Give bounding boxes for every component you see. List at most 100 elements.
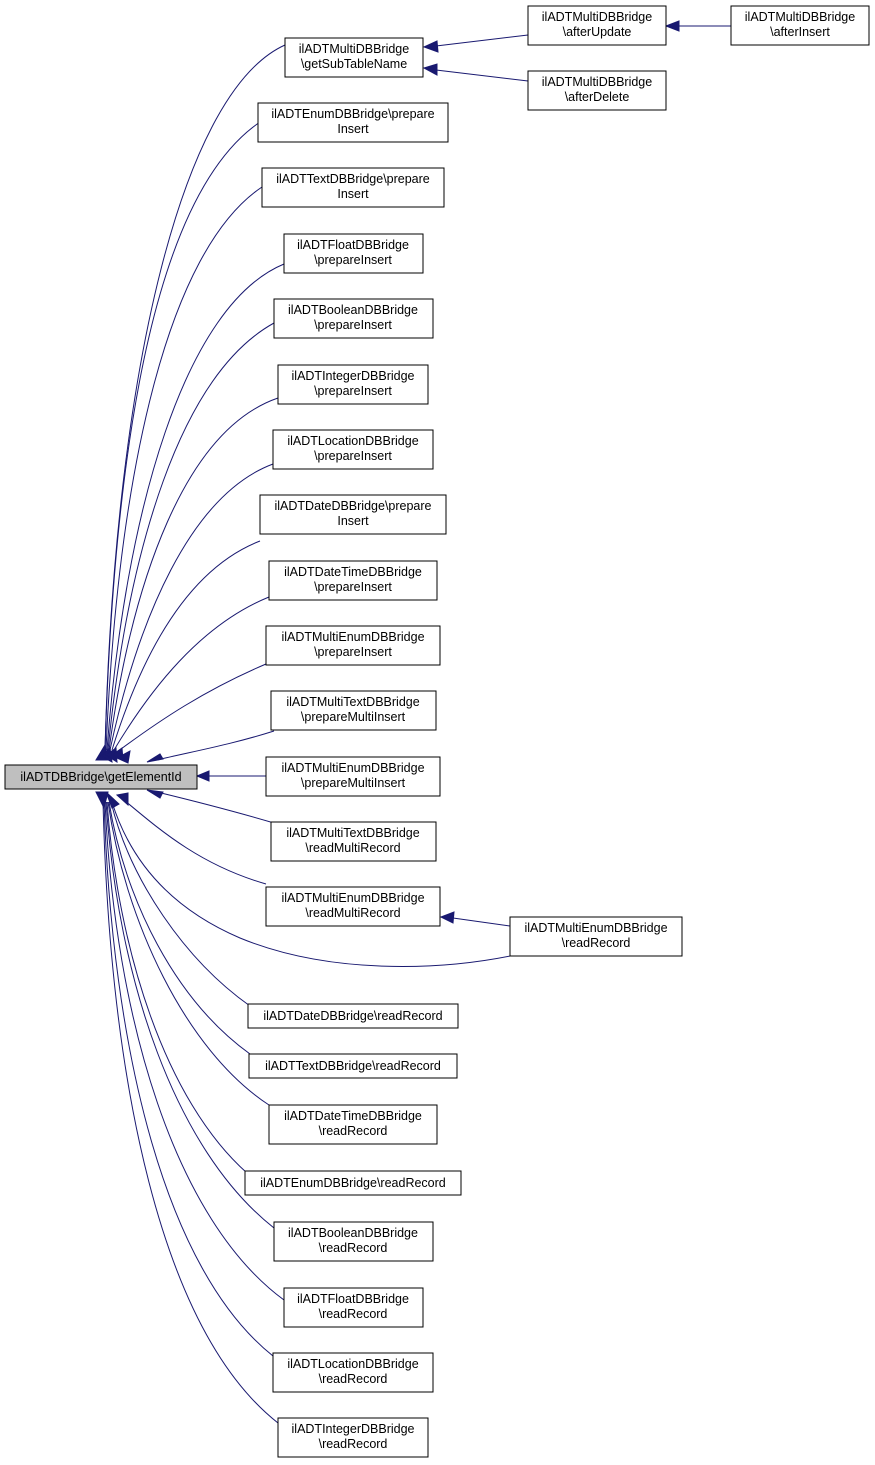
node-text-prepareInsert[interactable]: ilADTTextDBBridge\prepare Insert (261, 167, 445, 208)
node-label: \prepareInsert (314, 449, 392, 463)
node-integer-readRecord[interactable]: ilADTIntegerDBBridge \readRecord (277, 1417, 429, 1458)
edge-dateReadRecord-to-root (110, 801, 251, 1007)
node-float-readRecord[interactable]: ilADTFloatDBBridge \readRecord (283, 1287, 424, 1328)
arrowhead (664, 20, 680, 32)
edge-enumReadRecord-to-root (106, 801, 248, 1174)
edge-floatReadRecord-to-root (104, 801, 285, 1301)
edge-textPrepareInsert-to-root (105, 186, 263, 751)
node-label: \readRecord (319, 1241, 388, 1255)
node-label: Insert (337, 514, 369, 528)
node-location-prepareInsert[interactable]: ilADTLocationDBBridge \prepareInsert (272, 429, 434, 470)
node-enum-prepareInsert[interactable]: ilADTEnumDBBridge\prepare Insert (257, 102, 449, 143)
node-multi-afterDelete[interactable]: ilADTMultiDBBridge \afterDelete (527, 70, 667, 111)
node-label: \readRecord (319, 1372, 388, 1386)
node-label: ilADTMultiEnumDBBridge (281, 761, 424, 775)
edge-afterUpdate-to-getSubTableName (435, 34, 529, 47)
node-datetime-readRecord[interactable]: ilADTDateTimeDBBridge \readRecord (268, 1104, 438, 1145)
node-label: \afterDelete (565, 90, 630, 104)
node-label: \readRecord (562, 936, 631, 950)
arrowhead (439, 911, 455, 924)
edge-textReadRecord-to-root (108, 801, 251, 1055)
node-boolean-readRecord[interactable]: ilADTBooleanDBBridge \readRecord (273, 1221, 434, 1262)
node-label: ilADTMultiTextDBBridge (286, 695, 419, 709)
node-label: \getSubTableName (301, 57, 407, 71)
node-boolean-prepareInsert[interactable]: ilADTBooleanDBBridge \prepareInsert (273, 298, 434, 339)
edge-multiTextPrepareMultiInsert-to-root (156, 730, 275, 761)
node-date-readRecord[interactable]: ilADTDateDBBridge\readRecord (247, 1003, 459, 1029)
node-label: Insert (337, 187, 369, 201)
node-multitext-prepareMultiInsert[interactable]: ilADTMultiTextDBBridge \prepareMultiInse… (270, 690, 437, 731)
node-label: ilADTFloatDBBridge (297, 238, 409, 252)
edge-integerReadRecord-to-root (102, 801, 279, 1424)
node-label: ilADTBooleanDBBridge (288, 303, 418, 317)
node-label: ilADTMultiDBBridge (542, 75, 652, 89)
node-label: ilADTFloatDBBridge (297, 1292, 409, 1306)
node-multienum-prepareInsert[interactable]: ilADTMultiEnumDBBridge \prepareInsert (265, 625, 441, 666)
node-label: \readRecord (319, 1307, 388, 1321)
node-label: ilADTTextDBBridge\readRecord (265, 1059, 441, 1073)
node-multitext-readMultiRecord[interactable]: ilADTMultiTextDBBridge \readMultiRecord (270, 821, 437, 862)
node-label: ilADTMultiEnumDBBridge (281, 630, 424, 644)
arrowhead (105, 791, 120, 809)
node-label: ilADTIntegerDBBridge (292, 369, 415, 383)
edge-integerPrepareInsert-to-root (108, 397, 279, 751)
node-label: \readRecord (319, 1437, 388, 1451)
node-multi-afterUpdate[interactable]: ilADTMultiDBBridge \afterUpdate (527, 5, 667, 46)
edge-booleanReadRecord-to-root (105, 801, 275, 1229)
node-multienum-readMultiRecord[interactable]: ilADTMultiEnumDBBridge \readMultiRecord (265, 886, 441, 927)
arrowhead (422, 40, 439, 53)
node-text-readRecord[interactable]: ilADTTextDBBridge\readRecord (248, 1053, 458, 1079)
node-label: ilADTEnumDBBridge\prepare (271, 107, 434, 121)
arrowheads (95, 20, 680, 924)
node-label: \afterInsert (770, 25, 830, 39)
node-label: \prepareInsert (314, 580, 392, 594)
node-multi-getSubTableName[interactable]: ilADTMultiDBBridge \getSubTableName (284, 37, 424, 78)
node-float-prepareInsert[interactable]: ilADTFloatDBBridge \prepareInsert (283, 233, 424, 274)
node-label: ilADTEnumDBBridge\readRecord (260, 1176, 446, 1190)
edge-multiEnumReadRecord-to-root (111, 801, 511, 967)
arrowhead (115, 792, 129, 807)
arrowhead (146, 789, 164, 799)
node-label: ilADTMultiDBBridge (542, 10, 652, 24)
node-multienum-readRecord[interactable]: ilADTMultiEnumDBBridge \readRecord (509, 916, 683, 957)
edge-locationPrepareInsert-to-root (109, 463, 274, 751)
node-label: \readMultiRecord (305, 906, 400, 920)
node-integer-prepareInsert[interactable]: ilADTIntegerDBBridge \prepareInsert (277, 364, 429, 405)
node-label: ilADTMultiEnumDBBridge (281, 891, 424, 905)
edge-afterDelete-to-getSubTableName (435, 69, 529, 82)
edge-multiEnumReadRecord-to-readMultiRecord (452, 917, 511, 927)
edge-dateTimePrepareInsert-to-root (113, 596, 270, 751)
node-label: Insert (337, 122, 369, 136)
node-label: \prepareMultiInsert (301, 710, 406, 724)
arrowhead (95, 791, 109, 810)
node-label: ilADTDateTimeDBBridge (284, 1109, 422, 1123)
node-label: \prepareInsert (314, 253, 392, 267)
node-label: \prepareInsert (314, 645, 392, 659)
edge-dateTimeReadRecord-to-root (107, 801, 270, 1106)
arrowhead (422, 63, 438, 76)
node-date-prepareInsert[interactable]: ilADTDateDBBridge\prepare Insert (259, 494, 447, 535)
node-label: \afterUpdate (563, 25, 632, 39)
edge-floatPrepareInsert-to-root (106, 263, 285, 751)
node-datetime-prepareInsert[interactable]: ilADTDateTimeDBBridge \prepareInsert (268, 560, 438, 601)
edge-datePrepareInsert-to-root (111, 540, 261, 751)
node-label: ilADTTextDBBridge\prepare (276, 172, 430, 186)
node-location-readRecord[interactable]: ilADTLocationDBBridge \readRecord (272, 1352, 434, 1393)
node-label: \prepareInsert (314, 318, 392, 332)
node-label: ilADTDateTimeDBBridge (284, 565, 422, 579)
arrowhead (195, 770, 210, 782)
edge-booleanPrepareInsert-to-root (107, 322, 275, 751)
node-multi-afterInsert[interactable]: ilADTMultiDBBridge \afterInsert (730, 5, 870, 46)
node-label: \readMultiRecord (305, 841, 400, 855)
node-label: \readRecord (319, 1124, 388, 1138)
node-enum-readRecord[interactable]: ilADTEnumDBBridge\readRecord (244, 1170, 462, 1196)
node-label: ilADTDateDBBridge\prepare (274, 499, 431, 513)
node-root-getElementId[interactable]: ilADTDBBridge\getElementId (4, 764, 198, 790)
node-label: ilADTMultiDBBridge (299, 42, 409, 56)
node-multienum-prepareMultiInsert[interactable]: ilADTMultiEnumDBBridge \prepareMultiInse… (265, 756, 441, 797)
edge-getSubTableName-to-root (104, 44, 286, 751)
edges (102, 25, 731, 1424)
node-label: \prepareMultiInsert (301, 776, 406, 790)
node-label: ilADTMultiEnumDBBridge (524, 921, 667, 935)
